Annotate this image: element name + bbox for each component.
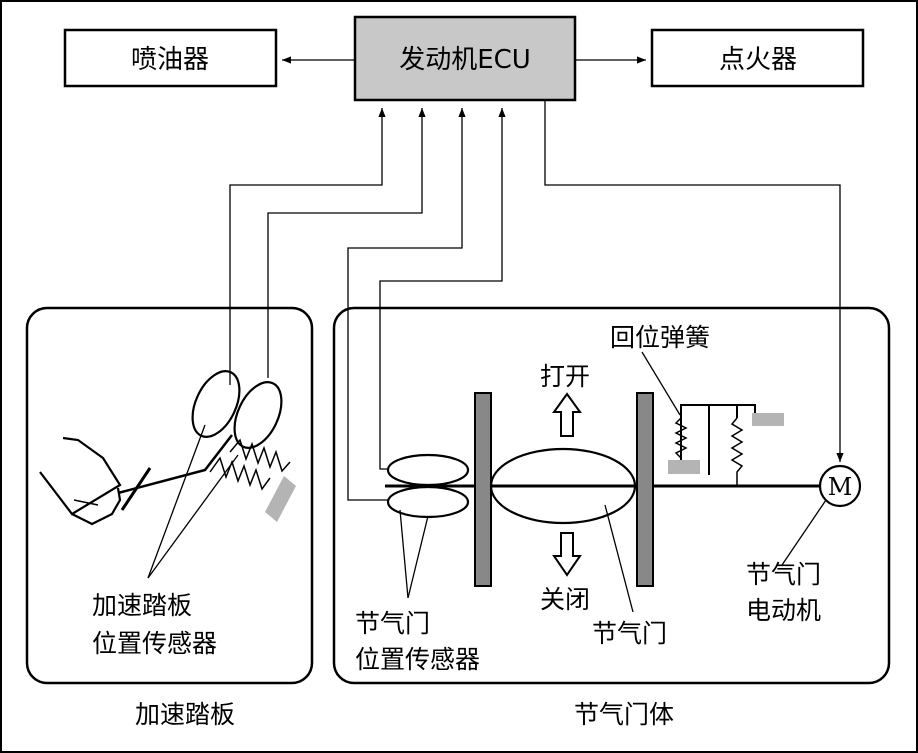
throttle-panel-caption: 节气门体 (574, 700, 674, 729)
throttle-motor (818, 464, 862, 508)
pedal-assembly (39, 370, 291, 579)
pedal-sensor-2 (233, 381, 283, 449)
pedal-spring-1 (209, 456, 271, 491)
throttle-valve-label: 节气门 (592, 619, 667, 648)
close-arrow (552, 532, 582, 577)
driver-leg (39, 436, 122, 516)
spring-pad-upper (752, 413, 784, 426)
throttle-sensor-wire-1 (347, 108, 466, 501)
return-spring-1 (674, 417, 688, 459)
throttle-sensor-label-2: 位置传感器 (355, 645, 480, 674)
ecu-box: 发动机ECU (353, 15, 577, 102)
injector-box: 喷油器 (63, 28, 278, 88)
ecu-to-motor-wire (544, 100, 844, 462)
pedal-sensor-1 (191, 370, 241, 438)
close-label: 关闭 (540, 585, 590, 614)
driver-foot (71, 487, 122, 526)
throttle-sensor-label-1: 节气门 (355, 609, 430, 638)
throttle-sensor-ellipse-1 (386, 453, 470, 487)
pedal-sensor-wire-1 (229, 108, 386, 385)
housing-plate-left (474, 392, 492, 587)
pedal-stop-pad (265, 476, 296, 522)
motor-label-2: 电动机 (746, 596, 821, 625)
throttle-body-panel (332, 306, 891, 685)
spring-pad-lower (668, 460, 700, 474)
pedal-sensor-label-2: 位置传感器 (92, 629, 217, 658)
igniter-label: 点火器 (719, 45, 797, 75)
pedal-sensor-wire-2 (267, 108, 426, 378)
motor-symbol: M (828, 473, 853, 501)
motor-label-1: 节气门 (746, 560, 821, 589)
leader-lines (399, 351, 827, 613)
pedal-arm (117, 434, 233, 495)
pedal-panel-caption: 加速踏板 (135, 700, 235, 729)
return-spring-assembly (674, 404, 756, 486)
return-spring-label: 回位弹簧 (610, 323, 710, 352)
throttle-sensor-wire-2 (379, 108, 506, 470)
pedal-panel (25, 306, 314, 685)
open-arrow (552, 392, 582, 437)
housing-plate-right (636, 392, 654, 587)
return-spring-2 (730, 417, 744, 486)
pedal-sensor-label-1: 加速踏板 (92, 591, 192, 620)
open-label: 打开 (540, 362, 590, 391)
pedal-spring-2 (229, 438, 291, 473)
igniter-box: 点火器 (650, 28, 865, 88)
injector-label: 喷油器 (131, 45, 209, 75)
ecu-label: 发动机ECU (399, 45, 531, 75)
